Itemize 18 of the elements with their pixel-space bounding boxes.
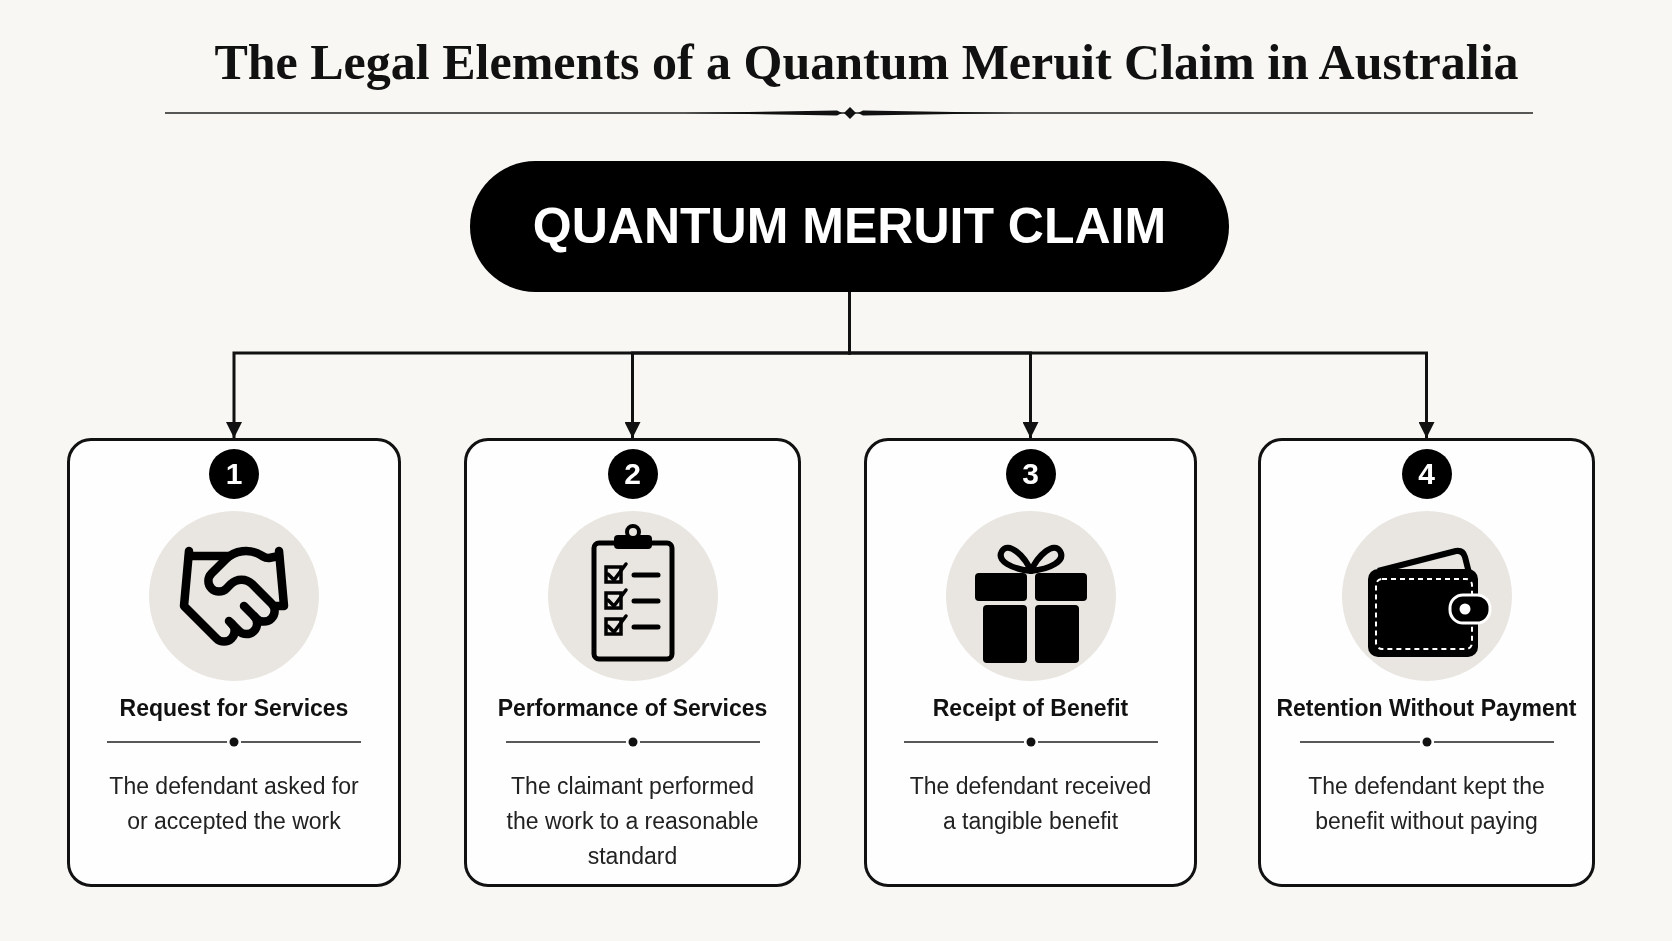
number-badge: 2 [607, 449, 658, 499]
card-description: The defendant asked for or accepted the work [108, 772, 360, 836]
card-description: The claimant performed the work to a reasonable standard [505, 772, 760, 871]
card-heading: Retention Without Payment [1276, 694, 1577, 723]
element-card [67, 438, 401, 887]
page-title: The Legal Elements of a Quantum Meruit Claim in Australia [214, 33, 1519, 92]
number-badge: 4 [1401, 449, 1452, 499]
claim-pill: QUANTUM MERUIT CLAIM [470, 161, 1229, 292]
number-badge: 1 [209, 449, 259, 499]
element-card [464, 438, 801, 887]
card-description: The defendant kept the benefit without paying [1307, 772, 1546, 836]
card-heading: Performance of Services [497, 694, 768, 723]
card-heading: Receipt of Benefit [932, 694, 1129, 723]
element-card [1258, 438, 1595, 887]
element-card [864, 438, 1197, 887]
number-badge: 3 [1005, 449, 1056, 499]
card-heading: Request for Services [119, 694, 349, 723]
card-description: The defendant received a tangible benefit [908, 772, 1153, 836]
